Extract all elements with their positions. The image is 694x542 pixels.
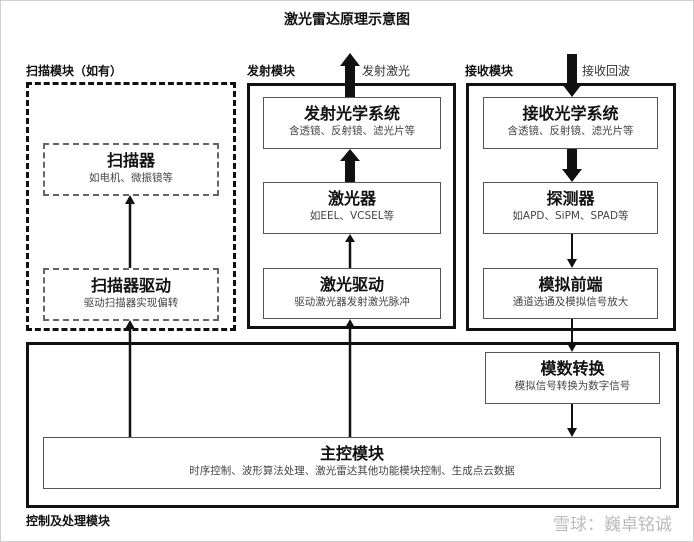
receive-optics-box: 接收光学系统 含透镜、反射镜、滤光片等 [483, 97, 658, 149]
scanner-desc: 如电机、微振镜等 [89, 172, 173, 184]
arrow-optics-to-detector [562, 149, 582, 182]
detector-desc: 如APD、SiPM、SPAD等 [512, 210, 629, 222]
diagram-title: 激光雷达原理示意图 [284, 12, 410, 28]
arrow-driver-to-scanner [125, 195, 135, 268]
scanner-driver-desc: 驱动扫描器实现偏转 [83, 297, 179, 309]
emit-optics-title: 发射光学系统 [303, 104, 400, 123]
arrow-main-to-laser-driver [345, 319, 355, 437]
arrow-driver-to-laser [345, 234, 355, 268]
afe-box: 模拟前端 通道选通及模拟信号放大 [483, 268, 658, 319]
watermark: 雪球：巍卓铭诚 [553, 515, 672, 535]
scanner-box: 扫描器 如电机、微振镜等 [43, 143, 219, 196]
scanner-driver-title: 扫描器驱动 [90, 276, 171, 295]
receive-optics-desc: 含透镜、反射镜、滤光片等 [507, 125, 634, 137]
arrow-echo-in [562, 54, 582, 97]
emit-laser-label: 发射激光 [362, 64, 411, 78]
scan-module-label: 扫描模块（如有） [26, 64, 123, 78]
adc-title: 模数转换 [540, 359, 605, 378]
scanner-title: 扫描器 [106, 151, 155, 170]
arrow-detector-to-afe [567, 234, 577, 268]
laser-driver-title: 激光驱动 [319, 275, 384, 294]
laser-driver-box: 激光驱动 驱动激光器发射激光脉冲 [263, 268, 441, 319]
control-module-group [26, 342, 679, 508]
laser-desc: 如EEL、VCSEL等 [309, 210, 395, 222]
laser-title: 激光器 [327, 189, 376, 208]
detector-box: 探测器 如APD、SiPM、SPAD等 [483, 182, 658, 234]
emit-module-label: 发射模块 [247, 64, 296, 78]
arrow-laser-to-optics [340, 149, 360, 182]
receive-optics-title: 接收光学系统 [522, 104, 619, 123]
main-control-title: 主控模块 [319, 444, 384, 463]
receive-module-label: 接收模块 [465, 64, 514, 78]
receive-echo-label: 接收回波 [582, 64, 631, 78]
control-module-label: 控制及处理模块 [26, 514, 111, 528]
scanner-driver-box: 扫描器驱动 驱动扫描器实现偏转 [43, 268, 219, 321]
arrow-afe-to-adc [567, 319, 577, 352]
detector-title: 探测器 [546, 189, 595, 208]
main-control-desc: 时序控制、波形算法处理、激光雷达其他功能模块控制、生成点云数据 [189, 465, 515, 477]
emit-optics-box: 发射光学系统 含透镜、反射镜、滤光片等 [263, 97, 441, 149]
emit-optics-desc: 含透镜、反射镜、滤光片等 [289, 125, 415, 137]
adc-desc: 模拟信号转换为数字信号 [514, 380, 631, 392]
arrow-main-to-scanner-driver [125, 320, 135, 437]
adc-box: 模数转换 模拟信号转换为数字信号 [485, 352, 660, 404]
afe-desc: 通道选通及模拟信号放大 [512, 296, 629, 308]
afe-title: 模拟前端 [538, 275, 603, 294]
arrow-adc-to-main [567, 404, 577, 437]
laser-driver-desc: 驱动激光器发射激光脉冲 [294, 296, 410, 308]
main-control-box: 主控模块 时序控制、波形算法处理、激光雷达其他功能模块控制、生成点云数据 [43, 437, 661, 489]
arrow-emit-laser-out [340, 53, 360, 97]
laser-box: 激光器 如EEL、VCSEL等 [263, 182, 441, 234]
